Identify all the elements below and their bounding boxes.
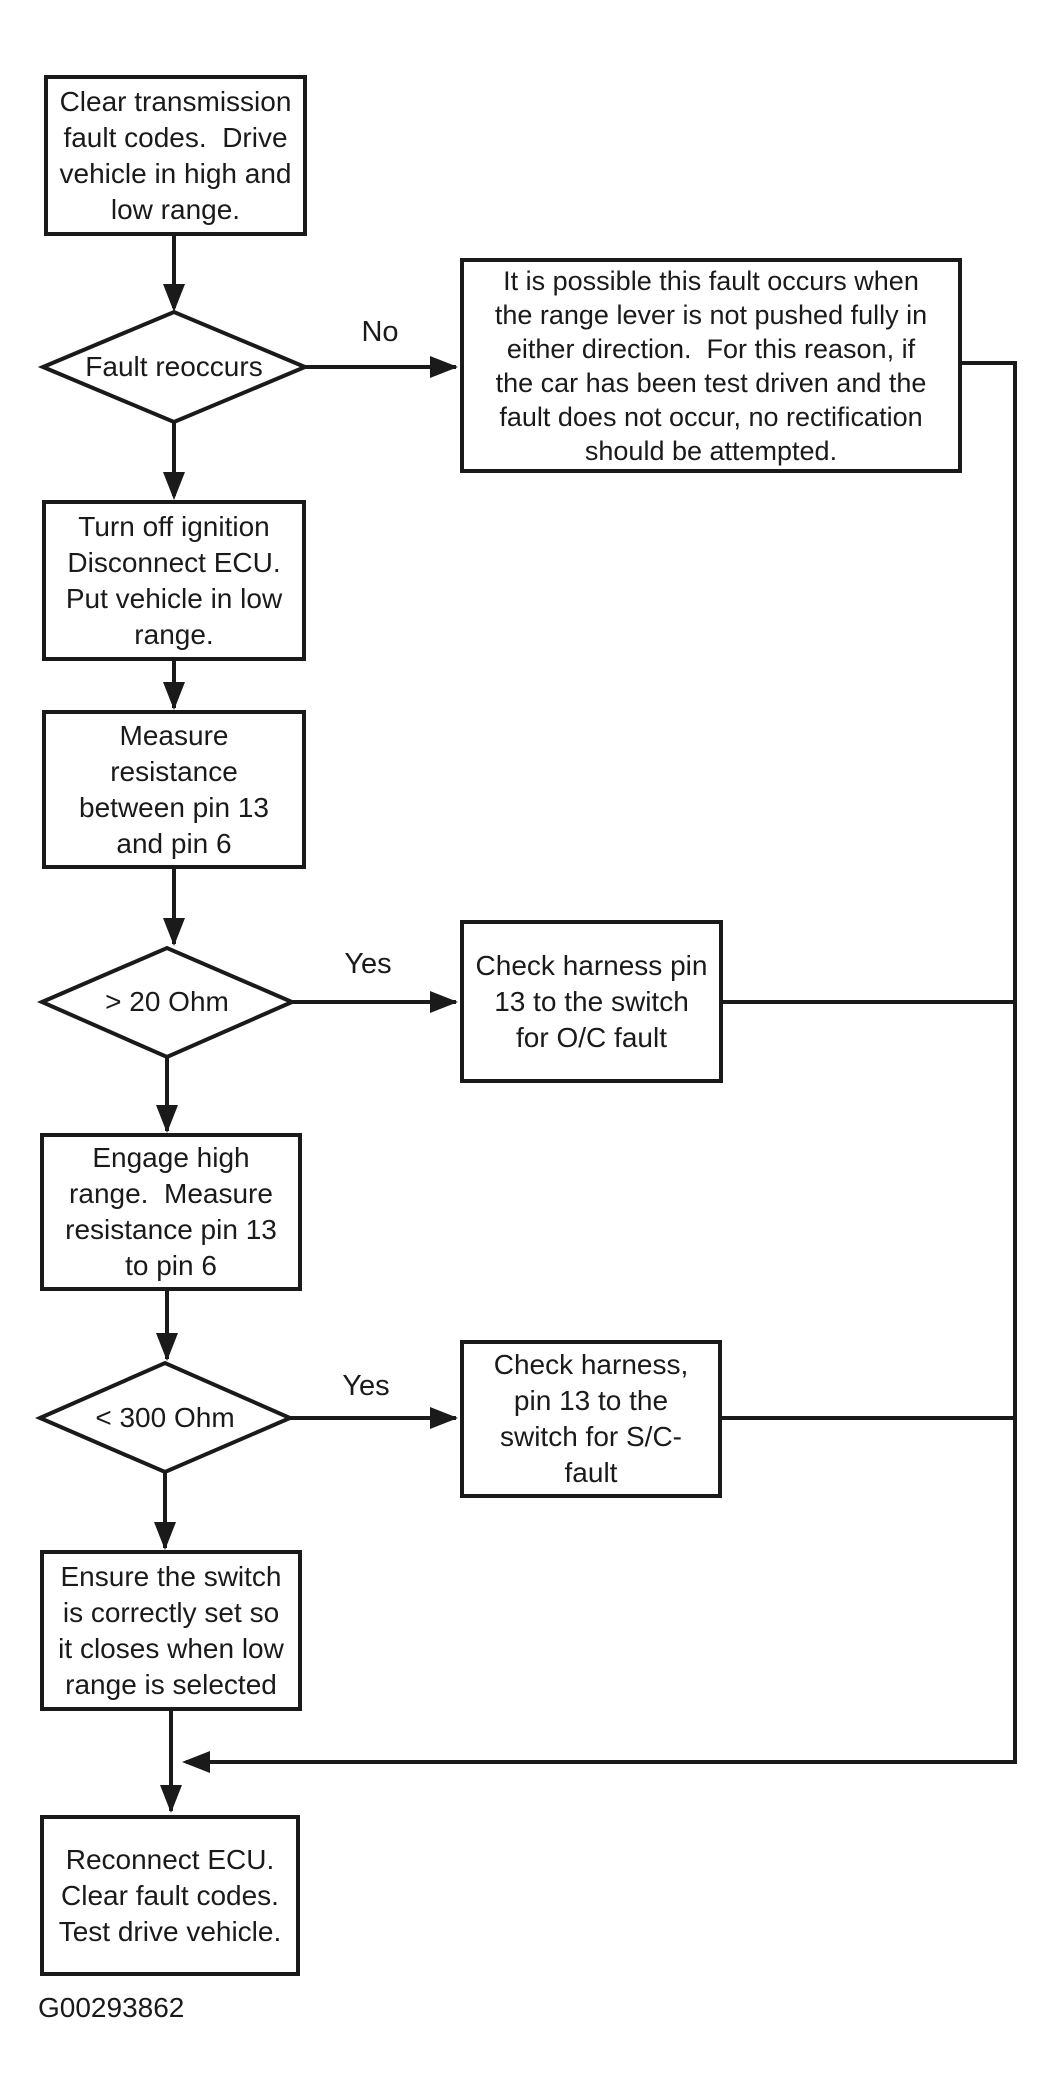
process-ensure-switch-set: Ensure the switch is correctly set so it…: [40, 1550, 302, 1711]
decision-lt-300-ohm-shape: [34, 1360, 296, 1475]
process-measure-resistance: Measure resistance between pin 13 and pi…: [42, 710, 306, 869]
arrowhead-down-icon: [163, 918, 185, 946]
decision-gt-20-ohm-shape: [36, 945, 298, 1060]
arrowhead-down-icon: [163, 682, 185, 710]
arrowhead-down-icon: [156, 1333, 178, 1361]
arrowhead-right-icon: [430, 356, 458, 378]
edge-label-no: No: [361, 316, 399, 348]
decision-lt-300-ohm-label: < 300 Ohm: [95, 1402, 235, 1433]
decision-gt-20-ohm-label: > 20 Ohm: [105, 986, 229, 1017]
decision-fault-reoccurs-shape: [37, 309, 311, 425]
edge-label-yes-sc: Yes: [342, 1370, 390, 1402]
arrowhead-down-icon: [156, 1105, 178, 1133]
arrowhead-right-icon: [430, 991, 458, 1013]
edge-label-yes-oc: Yes: [344, 948, 392, 980]
process-clear-fault-codes: Clear transmission fault codes. Drive ve…: [44, 75, 307, 236]
arrowhead-right-icon: [430, 1407, 458, 1429]
note-possible-fault-explanation: It is possible this fault occurs when th…: [460, 258, 962, 473]
decision-fault-reoccurs-label: Fault reoccurs: [85, 351, 263, 382]
process-check-harness-sc-fault: Check harness, pin 13 to the switch for …: [460, 1340, 722, 1498]
arrowhead-down-icon: [160, 1785, 182, 1813]
arrowhead-down-icon: [163, 472, 185, 500]
process-turn-off-ignition: Turn off ignition Disconnect ECU. Put ve…: [42, 500, 306, 661]
edge-info-return-line: [186, 361, 1017, 1764]
arrowhead-left-icon: [182, 1751, 210, 1773]
figure-id-text: G00293862: [38, 1992, 185, 2023]
process-reconnect-ecu: Reconnect ECU. Clear fault codes. Test d…: [40, 1815, 300, 1976]
arrowhead-down-icon: [154, 1522, 176, 1550]
process-engage-high-range: Engage high range. Measure resistance pi…: [40, 1133, 302, 1291]
process-check-harness-oc-fault: Check harness pin 13 to the switch for O…: [460, 920, 723, 1083]
arrowhead-down-icon: [163, 284, 185, 312]
